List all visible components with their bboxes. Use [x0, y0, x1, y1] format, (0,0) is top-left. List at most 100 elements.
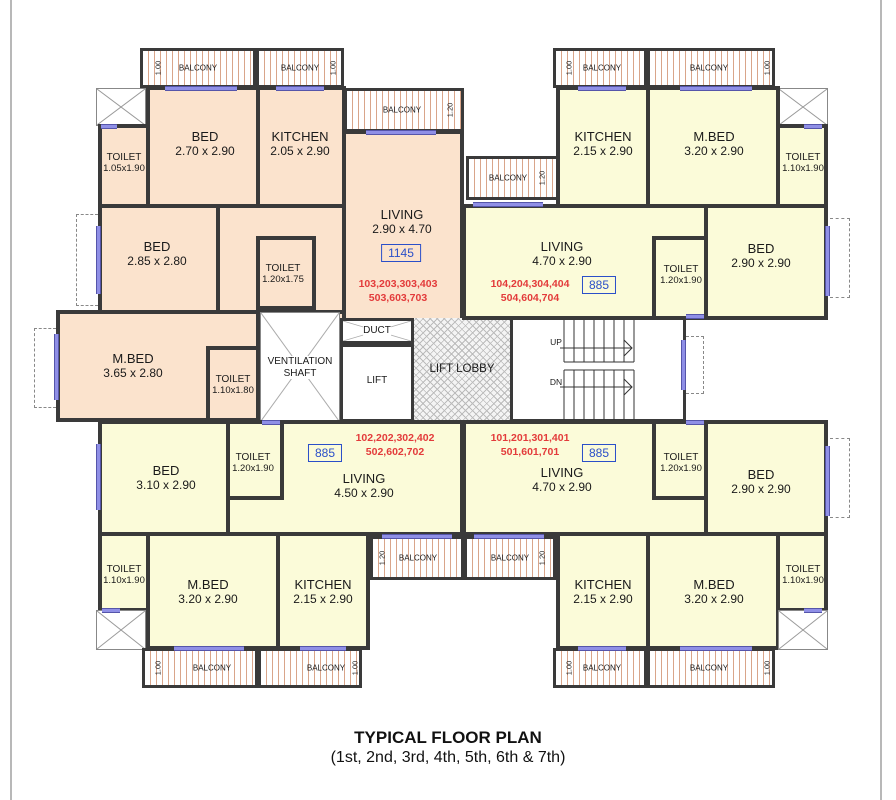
- balcony-label: BALCONY: [178, 63, 218, 73]
- plan-title-block: TYPICAL FLOOR PLAN (1st, 2nd, 3rd, 4th, …: [0, 728, 896, 767]
- stair-treads: [560, 318, 635, 420]
- projection-outline: [686, 336, 704, 394]
- balcony-depth: 1.00: [564, 660, 574, 676]
- window: [96, 226, 101, 294]
- balcony-tr-3: [466, 156, 560, 200]
- window: [96, 444, 101, 510]
- window: [366, 130, 436, 135]
- projection-outline: [830, 218, 850, 298]
- plan-title: TYPICAL FLOOR PLAN: [354, 728, 542, 747]
- balcony-bl-1: [370, 536, 464, 580]
- lift-lobby-label: LIFT LOBBY: [429, 363, 495, 375]
- stair-down-label: DN: [549, 377, 563, 387]
- room-bed: [98, 420, 230, 536]
- flat-area-badge: 1145: [381, 244, 421, 262]
- room-toilet: [226, 420, 284, 500]
- room-kitchen: [276, 532, 370, 650]
- room-toilet: [776, 124, 828, 208]
- lift-lobby: [414, 318, 510, 422]
- window: [54, 334, 59, 400]
- projection-outline: [830, 438, 850, 518]
- window: [686, 420, 704, 425]
- window: [262, 420, 280, 425]
- window: [680, 646, 752, 651]
- lift-label: LIFT: [366, 375, 388, 386]
- balcony-label: BALCONY: [689, 63, 729, 73]
- window: [681, 340, 686, 390]
- flat-area-badge: 885: [581, 276, 617, 294]
- balcony-depth: 1.20: [377, 550, 387, 566]
- balcony-label: BALCONY: [582, 663, 622, 673]
- flat-area-badge: 885: [581, 444, 617, 462]
- balcony-depth: 1.00: [762, 60, 772, 76]
- projection-outline: [34, 328, 56, 408]
- window: [578, 86, 626, 91]
- flat-area-badge: 885: [307, 444, 343, 462]
- balcony-depth: 1.20: [445, 102, 455, 118]
- balcony-depth: 1.00: [762, 660, 772, 676]
- window: [825, 446, 830, 516]
- window: [578, 646, 626, 651]
- room-bed: [704, 420, 828, 536]
- balcony-label: BALCONY: [398, 553, 438, 563]
- duct-shaft: [778, 610, 828, 650]
- balcony-depth: 1.20: [537, 170, 547, 186]
- duct-shaft: [778, 88, 828, 126]
- balcony-label: BALCONY: [192, 663, 232, 673]
- window: [474, 534, 544, 539]
- window: [276, 86, 324, 91]
- ventilation-shaft-label: VENTILATION SHAFT: [264, 356, 336, 379]
- stair-up-label: UP: [550, 337, 562, 347]
- balcony-label: BALCONY: [582, 63, 622, 73]
- room-toilet-2: [98, 532, 150, 612]
- balcony-label: BALCONY: [490, 553, 530, 563]
- duct-shaft: [96, 610, 146, 650]
- balcony-label: BALCONY: [488, 173, 528, 183]
- balcony-depth: 1.00: [153, 660, 163, 676]
- balcony-depth: 1.20: [537, 550, 547, 566]
- room-toilet-2: [776, 532, 828, 612]
- window: [680, 86, 752, 91]
- projection-outline: [76, 214, 98, 306]
- window: [804, 124, 822, 129]
- page-frame: [10, 0, 882, 800]
- window: [101, 124, 117, 129]
- window: [102, 608, 120, 613]
- window: [300, 646, 346, 651]
- room-toilet-2: [256, 236, 316, 310]
- balcony-depth: 1.00: [350, 660, 360, 676]
- balcony-label: BALCONY: [382, 105, 422, 115]
- duct-label: DUCT: [363, 325, 391, 337]
- window: [473, 202, 543, 207]
- balcony-depth: 1.00: [564, 60, 574, 76]
- window: [174, 646, 244, 651]
- lift: [340, 344, 414, 422]
- balcony-bl-2: [142, 648, 258, 688]
- balcony-br-2: [553, 648, 647, 688]
